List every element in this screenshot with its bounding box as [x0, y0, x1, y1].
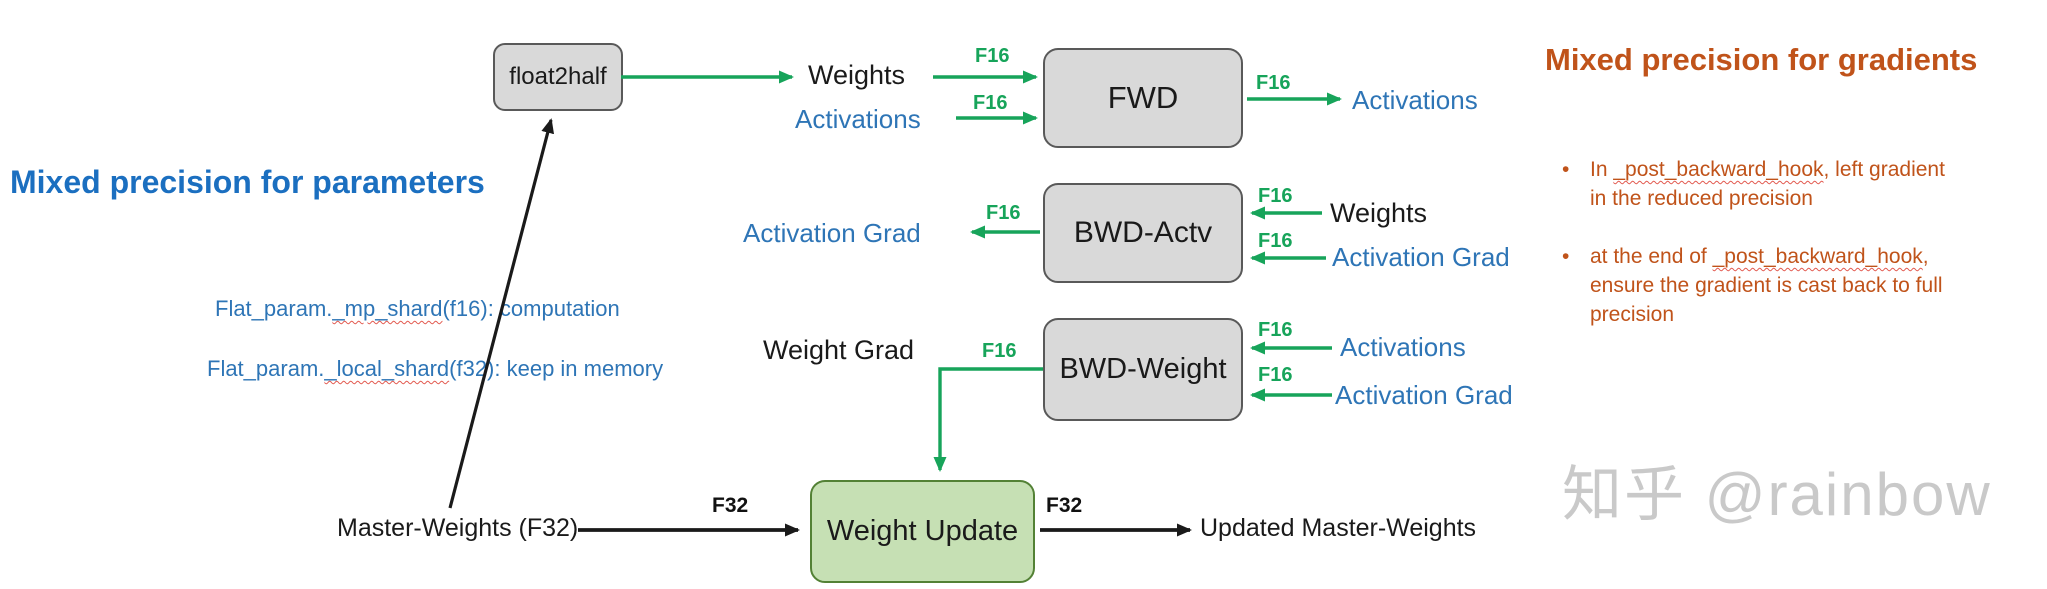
param-note-text: Flat_param.	[215, 296, 333, 321]
parameters-heading: Mixed precision for parameters	[10, 164, 485, 200]
param-note-text: (f16): computation	[442, 296, 620, 321]
note-text: , ensure the gradient is cast back to fu…	[1590, 245, 1943, 326]
f16-badge: F16	[973, 92, 1008, 114]
param-note-text: (f32): keep in memory	[449, 356, 664, 381]
param-note-code: _local_shard	[324, 356, 450, 381]
param-note-line: Flat_param._mp_shard(f16): computation	[215, 296, 620, 322]
f32-badge: F32	[1046, 494, 1083, 517]
bwd-actv-box: BWD-Actv	[1043, 183, 1243, 283]
activations-label-fwd-in: Activations	[795, 104, 921, 134]
activations-label-bwdweight-in: Activations	[1340, 332, 1466, 362]
weight-update-box: Weight Update	[810, 480, 1035, 583]
watermark: 知乎 @rainbow	[1562, 461, 1992, 528]
fwd-box: FWD	[1043, 48, 1243, 148]
param-note-line: Flat_param._local_shard(f32): keep in me…	[207, 356, 663, 382]
activation-grad-label-bwdactv-out: Activation Grad	[743, 218, 921, 248]
param-note-text: Flat_param.	[207, 356, 325, 381]
note-code: _post_backward_hook	[1613, 158, 1824, 181]
weight-grad-label: Weight Grad	[763, 335, 915, 365]
gradients-heading: Mixed precision for gradients	[1545, 42, 1978, 77]
f16-badge: F16	[1256, 72, 1291, 94]
f16-badge: F16	[982, 340, 1017, 362]
note-text: In	[1590, 158, 1614, 181]
note-text: , left gradient in the reduced precision	[1590, 158, 1945, 210]
weights-label-fwd-in: Weights	[808, 60, 906, 90]
f16-badge: F16	[1258, 364, 1293, 386]
updated-master-weights-label: Updated Master-Weights	[1200, 514, 1477, 542]
activations-label-fwd-out: Activations	[1352, 85, 1478, 115]
float2half-box: float2half	[493, 43, 623, 111]
arrow-bwdweight-to-weight-update	[933, 367, 1043, 472]
weights-label-bwdactv-in: Weights	[1330, 198, 1428, 228]
f16-badge: F16	[1258, 319, 1293, 341]
note-item: at the end of _post_backward_hook, ensur…	[1562, 242, 2014, 329]
f32-badge: F32	[712, 494, 749, 517]
f16-badge: F16	[1258, 230, 1293, 252]
activation-grad-label-bwdactv-in: Activation Grad	[1332, 242, 1510, 272]
f16-badge: F16	[986, 202, 1021, 224]
note-item: In _post_backward_hook, left gradient in…	[1562, 155, 2014, 213]
activation-grad-label-bwdweight-in: Activation Grad	[1335, 380, 1513, 410]
param-note-code: _mp_shard	[332, 296, 443, 321]
f16-badge: F16	[1258, 185, 1293, 207]
gradients-notes: In _post_backward_hook, left gradient in…	[1562, 126, 2014, 358]
master-weights-label: Master-Weights (F32)	[337, 514, 579, 542]
note-code: _post_backward_hook	[1712, 245, 1923, 268]
bwd-weight-box: BWD-Weight	[1043, 318, 1243, 421]
f16-badge: F16	[975, 45, 1010, 67]
note-text: at the end of	[1590, 245, 1713, 268]
